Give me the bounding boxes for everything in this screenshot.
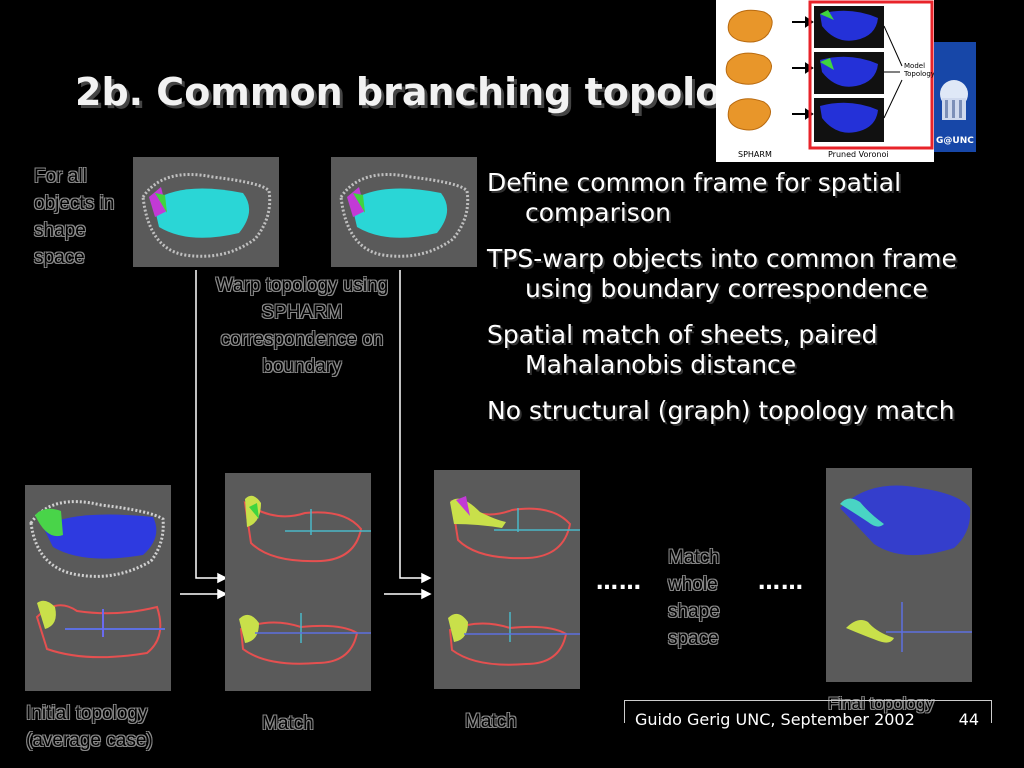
shape-render: [448, 496, 580, 666]
slide-footer: Guido Gerig UNC, September 2002 44: [624, 700, 992, 729]
bullet-item: TPS-warp objects into common frame using…: [487, 244, 957, 303]
final-topology-panel: [826, 468, 972, 682]
shape-render: [840, 485, 972, 652]
unc-logo-graphic: [940, 80, 968, 120]
slide-title: 2b. Common branching topology: [75, 70, 774, 114]
shape-render: [29, 500, 165, 659]
top-shape-panel-1: [133, 157, 279, 267]
ellipsis-2: ……: [758, 570, 804, 595]
bullet-item: Define common frame for spatial comparis…: [487, 168, 902, 227]
bullet-item: Spatial match of sheets, paired Mahalano…: [487, 320, 878, 379]
match-label-1: Match: [262, 713, 314, 734]
inset-figure-graphic: [725, 0, 934, 150]
unc-logo: G@UNC: [934, 42, 976, 152]
shape-render: [239, 495, 371, 665]
match-panel-2: [434, 470, 580, 689]
inset-caption-right: Pruned Voronoi: [828, 150, 889, 159]
inset-box-label: Model Topology: [904, 62, 935, 78]
for-all-label: For all objects in shape space: [34, 166, 115, 268]
match-panel-1: [225, 473, 371, 691]
page-number: 44: [958, 710, 979, 729]
logo-text: G@UNC: [936, 136, 974, 146]
initial-topology-panel: [25, 485, 171, 691]
inset-caption-left: SPHARM: [738, 150, 772, 159]
footer-author: Guido Gerig UNC, September 2002: [635, 710, 915, 729]
shape-render: [339, 173, 470, 258]
initial-topology-label: Initial topology (average case): [26, 703, 153, 751]
final-topology-label: Final topology: [828, 694, 934, 713]
warp-topology-label: Warp topology using SPHARM correspondenc…: [215, 275, 389, 377]
match-label-2: Match: [465, 711, 517, 732]
top-shape-panel-2: [331, 157, 477, 267]
shape-render: [141, 173, 272, 258]
bullet-item: No structural (graph) topology match: [487, 396, 955, 425]
ellipsis-1: ……: [596, 570, 642, 595]
match-whole-label: Match whole shape space: [668, 547, 720, 649]
bullet-list: Define common frame for spatial comparis…: [487, 168, 1007, 442]
inset-figure: Model Topology SPHARM Pruned Voronoi: [716, 0, 935, 162]
